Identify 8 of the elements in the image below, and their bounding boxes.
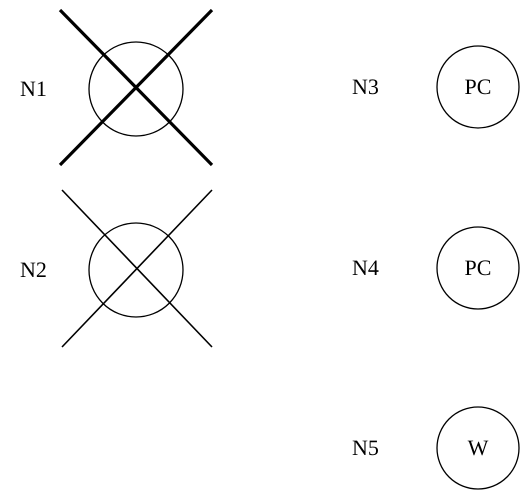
node-label: PC xyxy=(464,74,492,100)
node-name: N2 xyxy=(20,257,47,283)
node-name: N1 xyxy=(20,76,47,102)
node-label: PC xyxy=(464,255,492,281)
node-name: N3 xyxy=(352,74,379,100)
node-label: W xyxy=(468,435,488,461)
node-name: N4 xyxy=(352,255,379,281)
node-name: N5 xyxy=(352,435,379,461)
